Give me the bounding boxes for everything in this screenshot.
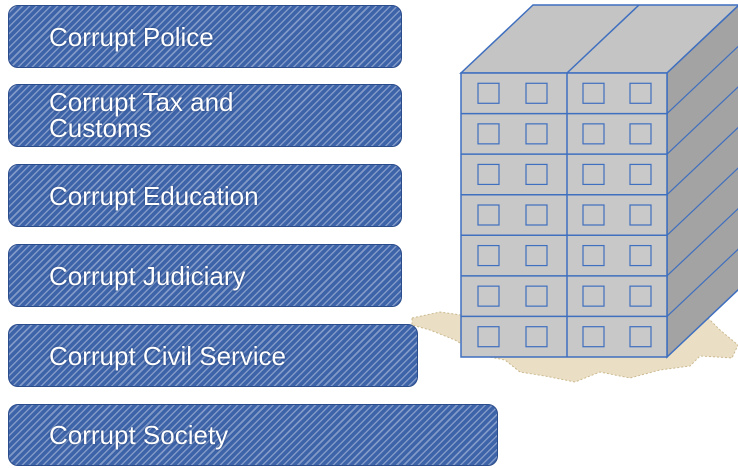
window <box>629 123 652 145</box>
window <box>629 163 652 186</box>
window <box>629 285 652 307</box>
label-corrupt-society: Corrupt Society <box>8 404 498 466</box>
label-corrupt-judiciary-text: Corrupt Judiciary <box>49 260 246 291</box>
window <box>477 244 500 267</box>
window <box>525 123 548 145</box>
window <box>477 326 500 348</box>
label-corrupt-civil-service-text: Corrupt Civil Service <box>49 340 286 371</box>
label-corrupt-police-text: Corrupt Police <box>49 21 214 52</box>
window <box>525 326 548 348</box>
building-illustration <box>411 4 738 383</box>
window <box>629 244 652 267</box>
window <box>629 204 652 226</box>
window <box>582 204 605 226</box>
label-corrupt-tax-customs: Corrupt Tax and Customs <box>8 84 402 147</box>
label-corrupt-tax-customs-text: Corrupt Tax and Customs <box>49 87 234 143</box>
window <box>629 326 652 348</box>
window <box>525 204 548 226</box>
window <box>477 123 500 145</box>
window <box>477 82 500 104</box>
window <box>477 285 500 307</box>
label-corrupt-education: Corrupt Education <box>8 164 402 227</box>
window <box>629 82 652 104</box>
building-icon <box>459 4 738 359</box>
window <box>582 326 605 348</box>
window <box>525 285 548 307</box>
window <box>525 163 548 186</box>
label-corrupt-police: Corrupt Police <box>8 5 402 68</box>
window <box>525 244 548 267</box>
window <box>582 244 605 267</box>
window <box>582 285 605 307</box>
label-corrupt-society-text: Corrupt Society <box>49 420 229 450</box>
window <box>582 163 605 186</box>
window <box>477 204 500 226</box>
label-corrupt-judiciary: Corrupt Judiciary <box>8 244 402 307</box>
window <box>525 82 548 104</box>
label-corrupt-civil-service: Corrupt Civil Service <box>8 324 418 387</box>
window <box>582 82 605 104</box>
window <box>477 163 500 186</box>
window <box>582 123 605 145</box>
label-corrupt-education-text: Corrupt Education <box>49 180 259 211</box>
